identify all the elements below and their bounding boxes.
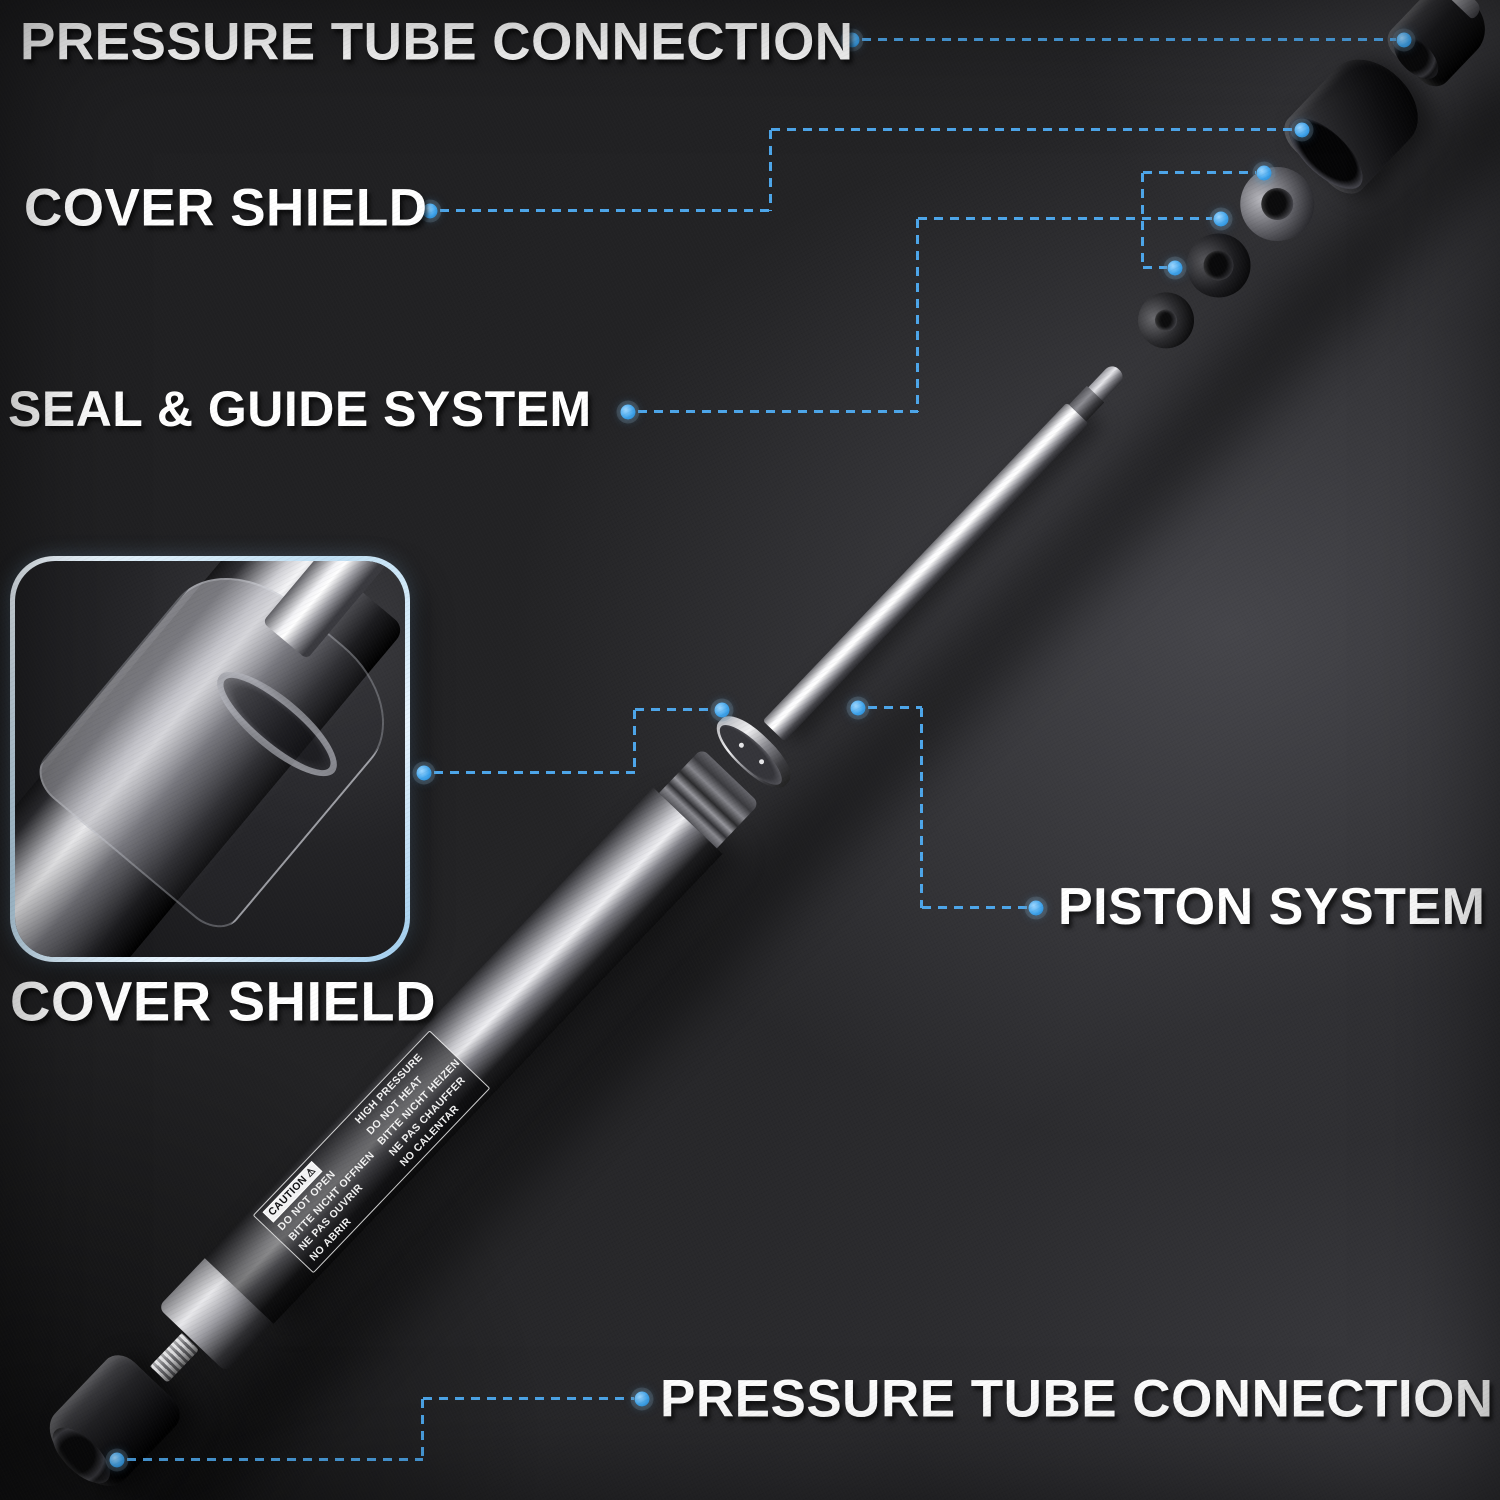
connector-dot (109, 1452, 125, 1468)
connector-line (423, 1397, 634, 1400)
connector-dot (1167, 260, 1183, 276)
connector-line (1143, 171, 1256, 174)
connector-line (862, 38, 1396, 41)
connector-line (434, 771, 635, 774)
connector-line (918, 217, 1212, 220)
seal-washer-small (1126, 280, 1206, 360)
connector-dot (850, 700, 866, 716)
connector-dot (1213, 211, 1229, 227)
connector-dot (844, 32, 860, 48)
label-pressure-tube-connection-bottom: PRESSURE TUBE CONNECTION (660, 1369, 1494, 1429)
label-cover-shield-inset: COVER SHIELD (10, 969, 437, 1033)
connector-dot (422, 203, 438, 219)
connector-line (769, 130, 772, 211)
cover-shield-inset-photo (15, 561, 405, 957)
connector-dot (714, 702, 730, 718)
label-piston-system: PISTON SYSTEM (1058, 878, 1486, 936)
connector-dot (620, 404, 636, 420)
connector-line (916, 219, 919, 412)
connector-line (421, 1399, 424, 1460)
connector-dot (1256, 165, 1272, 181)
connector-line (1141, 173, 1144, 268)
connector-dot (1294, 122, 1310, 138)
label-cover-shield-top: COVER SHIELD (24, 178, 428, 238)
connector-dot (634, 1391, 650, 1407)
label-seal-guide-system: SEAL & GUIDE SYSTEM (8, 381, 592, 437)
connector-line (440, 209, 771, 212)
warning-icon: ⚠ (303, 1164, 318, 1180)
connector-dot (1396, 32, 1412, 48)
connector-line (1143, 266, 1167, 269)
connector-line (922, 906, 1028, 909)
cover-shield-inset-box (10, 556, 410, 962)
caution-column-2: HIGH PRESSURE DO NOT HEAT BITTE NICHT HE… (353, 1035, 485, 1169)
connector-line (771, 128, 1294, 131)
connector-dot (416, 765, 432, 781)
connector-line (868, 706, 922, 709)
connector-line (633, 710, 636, 773)
seal-ring (1173, 220, 1264, 311)
connector-line (920, 708, 923, 908)
connector-line (638, 410, 918, 413)
connector-line (127, 1458, 423, 1461)
label-pressure-tube-connection-top: PRESSURE TUBE CONNECTION (20, 12, 854, 72)
caution-column-1: CAUTION ⚠ DO NOT OPEN BITTE NICHT OFFNEN… (262, 1127, 398, 1263)
connector-dot (1028, 900, 1044, 916)
connector-line (635, 708, 714, 711)
